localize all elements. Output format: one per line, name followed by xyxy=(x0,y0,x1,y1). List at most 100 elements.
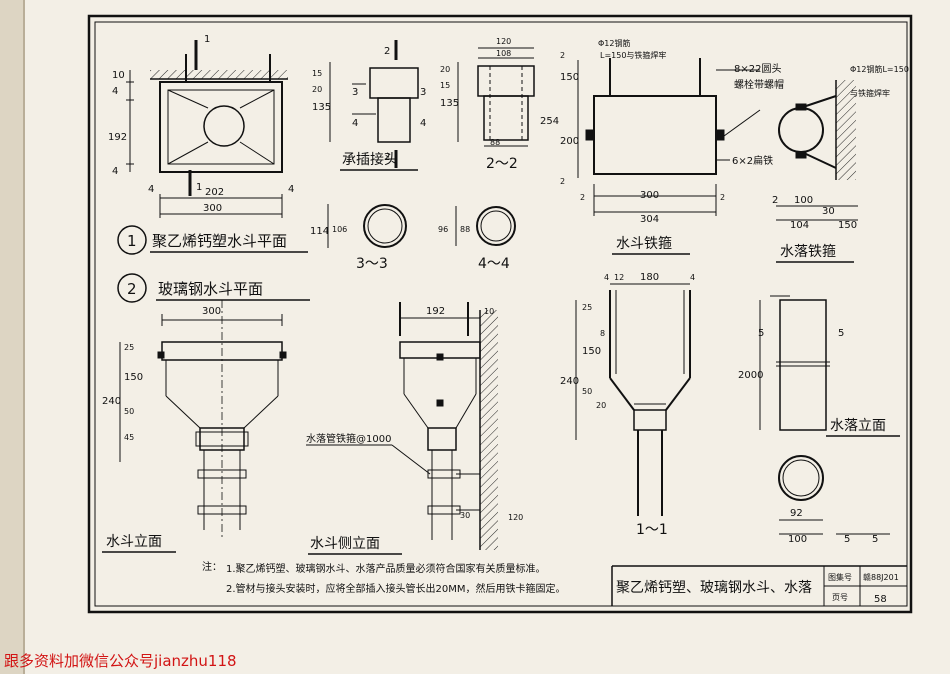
dim-96-sec44: 96 xyxy=(438,225,448,234)
dim-20-sec22: 20 xyxy=(440,65,450,74)
view-title-hopper-side: 水斗侧立面 xyxy=(310,536,380,552)
dim-5-pipe-right: 5 xyxy=(838,328,844,339)
section-4-4-view xyxy=(455,206,516,246)
note-1: 1.聚乙烯钙塑、玻璃钢水斗、水落产品质量必须符合国家有关质量标准。 xyxy=(226,562,546,575)
view-title-sec22: 2～2 xyxy=(486,156,518,172)
note-2: 2.管材与接头安装时，应将全部插入接头管长出20MM，然后用铁卡箍固定。 xyxy=(226,582,566,595)
dim-8-sec11: 8 xyxy=(600,329,605,338)
view-number-2-circle xyxy=(117,273,147,303)
dim-92-pipe: 92 xyxy=(790,508,803,519)
section-mark-3-right: 3 xyxy=(420,87,426,98)
dim-150-pipe-hoop: 150 xyxy=(838,220,857,231)
dim-2-hoop-b: 2 xyxy=(560,177,565,186)
dim-20-socket: 20 xyxy=(312,85,322,94)
view-title-sec11: 1～1 xyxy=(636,522,668,538)
dim-108-sec22: 108 xyxy=(496,49,511,58)
dim-5-pipe-left: 5 xyxy=(758,328,764,339)
label-weld: 与铁箍焊牢 xyxy=(850,88,890,98)
pipe-hoop-view xyxy=(776,80,858,221)
view-number-1-circle xyxy=(117,225,147,255)
dim-300-hoop: 300 xyxy=(640,190,659,201)
dim-50-sec11: 50 xyxy=(582,387,592,396)
dim-2-pipe-hoop: 2 xyxy=(772,195,778,206)
title-block-page-value: 58 xyxy=(874,594,887,605)
dim-30-pipe-hoop: 30 xyxy=(822,206,835,217)
section-mark-1-top: 1 xyxy=(204,34,210,45)
dim-4-plan: 4 xyxy=(112,86,118,97)
section-mark-2-top: 2 xyxy=(384,46,390,57)
view-title-sec33: 3～3 xyxy=(356,256,388,272)
dim-15-sec22: 15 xyxy=(440,81,450,90)
title-block xyxy=(611,565,907,606)
dim-240-sec11: 240 xyxy=(560,376,579,387)
dim-192-plan: 192 xyxy=(108,132,127,143)
dim-100-pipe: 100 xyxy=(788,534,807,545)
view-title-hopper-hoop: 水斗铁箍 xyxy=(616,235,672,252)
dim-10-plan: 10 xyxy=(112,70,125,81)
dim-88-sec22: 88 xyxy=(490,138,500,147)
dim-202-plan: 202 xyxy=(205,187,224,198)
dim-150-hoop: 150 xyxy=(560,72,579,83)
dim-4-sec11-b: 4 xyxy=(690,273,695,282)
view-title-hopper-front: 水斗立面 xyxy=(106,534,162,550)
dim-200-hoop: 200 xyxy=(560,136,579,147)
section-mark-3-left: 3 xyxy=(352,87,358,98)
view-title-socket: 承插接头 xyxy=(342,151,398,168)
title-block-title: 聚乙烯钙塑、玻璃钢水斗、水落 xyxy=(616,579,812,596)
label-bolt-text: 螺栓带螺帽 xyxy=(734,78,784,91)
footer-watermark-text: 跟多资料加微信公众号jianzhu118 xyxy=(4,652,237,670)
section-mark-4-left: 4 xyxy=(352,118,358,129)
dim-30-side: 30 xyxy=(460,511,470,520)
label-rebar-l150: Φ12钢筋L=150 xyxy=(850,64,909,74)
dim-25-front: 25 xyxy=(124,343,134,352)
dim-25-sec11: 25 xyxy=(582,303,592,312)
dim-300-plan: 300 xyxy=(203,203,222,214)
dim-15-socket: 15 xyxy=(312,69,322,78)
dim-120-sec22: 120 xyxy=(496,37,511,46)
dim-50-front: 50 xyxy=(124,407,134,416)
view-title-pipe-hoop: 水落铁箍 xyxy=(780,243,836,260)
dim-120-side: 120 xyxy=(508,513,523,522)
section-mark-4-right: 4 xyxy=(420,118,426,129)
section-3-3-view xyxy=(327,204,407,248)
view-title-pvc-plan: 聚乙烯钙塑水斗平面 xyxy=(152,232,287,250)
dim-104-pipe-hoop: 104 xyxy=(790,220,809,231)
title-block-page-label: 页号 xyxy=(832,593,848,602)
dim-135-socket: 135 xyxy=(312,102,331,113)
dim-4-plan-b: 4 xyxy=(112,166,118,177)
dim-12-sec11: 12 xyxy=(614,273,624,282)
dim-45-front: 45 xyxy=(124,433,134,442)
dim-135-sec22: 135 xyxy=(440,98,459,109)
dim-2-hoop-c: 2 xyxy=(580,193,585,202)
notes-head: 注： xyxy=(202,560,222,573)
label-flat-l150: L=150与铁箍焊牢 xyxy=(600,50,666,60)
section-mark-2-bottom: 2 xyxy=(384,152,390,163)
dim-5-pipe-bottom-b: 5 xyxy=(872,534,878,545)
dim-4-plan-c: 4 xyxy=(148,184,154,195)
dim-114-sec33: 114 xyxy=(310,226,329,237)
label-flat-iron: 6×2扁铁 xyxy=(732,154,773,167)
view-title-frp-plan: 玻璃钢水斗平面 xyxy=(158,280,263,298)
dim-192-side: 192 xyxy=(426,306,445,317)
dim-2000-pipe: 2000 xyxy=(738,370,763,381)
dim-5-pipe-bottom-a: 5 xyxy=(844,534,850,545)
dim-20-sec11: 20 xyxy=(596,401,606,410)
dim-88-sec44: 88 xyxy=(460,225,470,234)
hopper-plan-view xyxy=(126,40,288,218)
dim-240-front: 240 xyxy=(102,396,121,407)
label-rebar: Φ12钢筋 xyxy=(598,38,630,48)
hopper-hoop-view xyxy=(577,58,761,216)
section-1-1-view xyxy=(575,283,691,516)
view-number-2: 2 xyxy=(127,280,137,298)
hopper-front-elevation xyxy=(119,300,287,540)
view-number-1: 1 xyxy=(127,232,137,250)
dim-150-sec11: 150 xyxy=(582,346,601,357)
dim-2-hoop-d: 2 xyxy=(720,193,725,202)
drawing-frame xyxy=(87,14,913,614)
dim-4-plan-d: 4 xyxy=(288,184,294,195)
dim-4-sec11-a: 4 xyxy=(604,273,609,282)
hopper-side-elevation xyxy=(399,302,498,550)
dim-2-hoop-a: 2 xyxy=(560,51,565,60)
section-mark-1-bottom: 1 xyxy=(196,182,202,193)
